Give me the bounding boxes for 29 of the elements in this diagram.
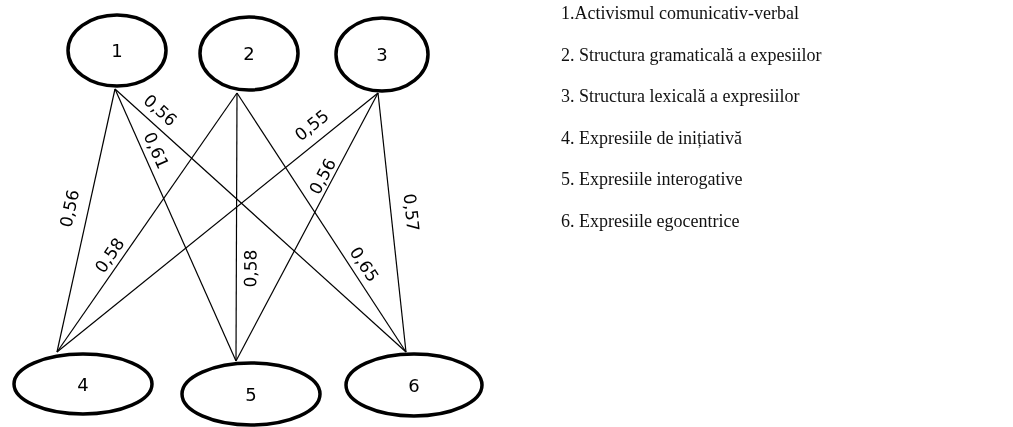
- node-ellipse: [66, 13, 168, 88]
- connector-line: [56, 92, 379, 353]
- legend-note: 4. Expresiile de inițiativă: [561, 127, 742, 149]
- connector-line: [236, 92, 407, 353]
- legend-note: 2. Structura gramaticală a expesiilor: [561, 44, 822, 66]
- legend-note: 6. Expresiile egocentrice: [561, 210, 740, 232]
- node-number: 5: [245, 383, 257, 405]
- legend-note: 3. Structura lexicală a expresiilor: [561, 86, 800, 107]
- node-number: 2: [243, 43, 255, 64]
- node-ellipse: [12, 352, 154, 416]
- connector-line: [56, 92, 238, 353]
- connector-line: [56, 88, 116, 353]
- edge-label: 0,57: [400, 191, 422, 233]
- node-number: 3: [376, 44, 388, 65]
- node-ellipse: [198, 15, 300, 92]
- connector-line: [377, 92, 407, 353]
- connector-line: [114, 88, 237, 362]
- connector-line: [114, 88, 407, 353]
- node-ellipse: [334, 16, 430, 93]
- legend-note: 1.Activismul comunicativ-verbal: [561, 3, 799, 24]
- connector-line: [235, 92, 379, 362]
- node-ellipse: [344, 352, 484, 418]
- edge-label: 0,58: [242, 248, 260, 288]
- node-number: 1: [111, 40, 123, 61]
- legend-note: 5. Expresiile interogative: [561, 169, 743, 190]
- connector-line: [235, 92, 238, 362]
- node-ellipse: [180, 361, 322, 427]
- node-number: 6: [408, 374, 420, 396]
- node-number: 4: [77, 373, 89, 395]
